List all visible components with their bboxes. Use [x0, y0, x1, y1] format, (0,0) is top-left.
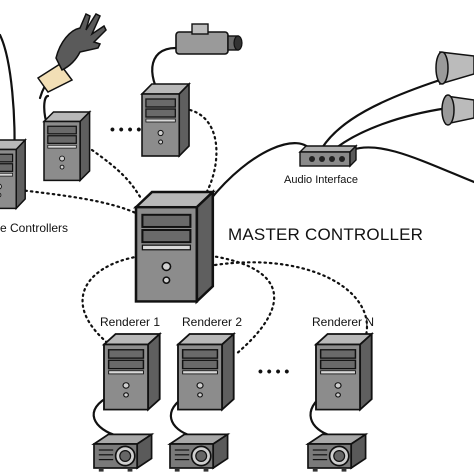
cable-speaker-2 [334, 106, 450, 150]
speaker-icon [435, 51, 474, 86]
speaker-icon [441, 94, 474, 126]
ellipsis-top: • • • • [110, 121, 142, 137]
audio-interface-label: Audio Interface [284, 174, 358, 186]
link-left-master [18, 188, 142, 217]
computer-tower-icon [134, 190, 215, 303]
link-master-rn [213, 261, 368, 352]
link-master-r1 [81, 253, 152, 347]
computer-tower-icon [141, 83, 190, 157]
computer-tower-icon [43, 111, 91, 182]
computer-tower-icon [315, 333, 373, 411]
renderer-n-label: Renderer N [312, 315, 375, 329]
link-pc3-master [188, 108, 218, 197]
cable-master-audio [208, 142, 314, 202]
projector-icon [169, 433, 229, 473]
cable-speaker-1 [320, 78, 442, 150]
data-glove-icon [36, 12, 107, 93]
computer-tower-icon [103, 333, 161, 411]
camera-icon [175, 23, 243, 55]
link-pc2-master [90, 148, 144, 202]
audio-interface-icon [298, 144, 358, 168]
computer-tower-icon [0, 139, 26, 210]
ellipsis-bottom: • • • • [258, 363, 290, 379]
projector-icon [93, 433, 153, 473]
link-master-r2 [203, 253, 276, 357]
renderer-2-label: Renderer 2 [182, 315, 243, 329]
computer-tower-icon [177, 333, 235, 411]
device-controllers-label: e Controllers [0, 221, 69, 235]
renderer-1-label: Renderer 1 [100, 315, 161, 329]
master-controller-label: MASTER CONTROLLER [228, 225, 424, 244]
projector-icon [307, 433, 367, 473]
cable-audio-right [350, 146, 474, 184]
